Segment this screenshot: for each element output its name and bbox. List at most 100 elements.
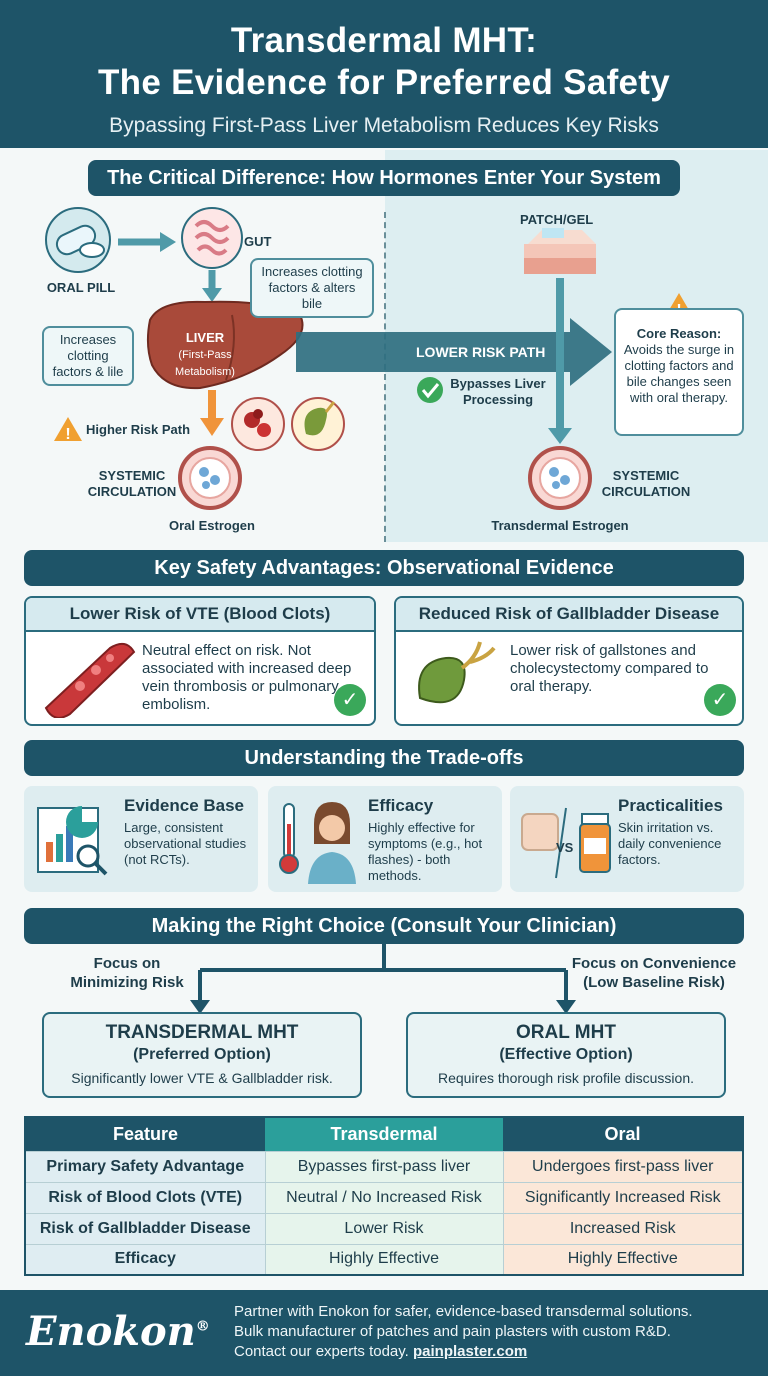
diagram-divider: [384, 212, 386, 542]
table-cell-oral: Highly Effective: [502, 1243, 743, 1275]
tradeoff-evidence-text: Large, consistent observational studies …: [124, 820, 247, 867]
bypasses-label: Bypasses Liver Processing: [450, 376, 546, 407]
page-title: Transdermal MHT: The Evidence for Prefer…: [0, 0, 768, 104]
transdermal-estrogen-label: Transdermal Estrogen: [491, 518, 629, 533]
liver-label: LIVER (First-Pass Metabolism): [175, 330, 235, 378]
diagram-graphics: ! !: [45, 207, 693, 510]
header-banner: Transdermal MHT: The Evidence for Prefer…: [0, 0, 768, 148]
oral-choice-sub: (Effective Option): [499, 1046, 633, 1063]
pathway-diagram: ! !: [0, 150, 768, 542]
tradeoff-evidence-card: Evidence Base Large, consistent observat…: [24, 786, 258, 892]
branch-left-label: Focus on Minimizing Risk: [70, 955, 184, 991]
branch-right-label: Focus on Convenience (Low Baseline Risk): [571, 955, 737, 991]
bottle-icon: [579, 813, 611, 873]
svg-text:!: !: [65, 426, 70, 443]
tradeoff-practicalities-text: Skin irritation vs. daily convenience fa…: [618, 820, 722, 867]
footer: Enokon® Partner with Enokon for safer, e…: [0, 1290, 768, 1376]
tradeoff-efficacy-card: Highly effective for symptoms (e.g., hot…: [268, 786, 502, 892]
tradeoff-practicalities-card: VS Practicalities Skin irritation vs. da…: [510, 786, 744, 892]
table-cell-transdermal: Neutral / No Increased Risk: [264, 1181, 503, 1213]
transdermal-choice-sub: (Preferred Option): [133, 1046, 271, 1063]
table-cell-transdermal: Highly Effective: [264, 1243, 503, 1275]
patch-vs-bottle-icon: [521, 807, 611, 879]
table-cell-feature: Risk of Blood Clots (VTE): [24, 1181, 265, 1213]
vte-card-text: Neutral effect on risk. Not associated w…: [142, 642, 352, 713]
patch-gel-label: PATCH/GEL: [520, 212, 594, 227]
lower-risk-label: LOWER RISK PATH: [416, 344, 546, 360]
footer-line-3: Contact our experts today. painplaster.c…: [234, 1343, 528, 1360]
oral-choice-title: ORAL MHT: [516, 1022, 616, 1043]
table-cell-transdermal: Bypasses first-pass liver: [264, 1150, 503, 1182]
oral-choice-text: Requires thorough risk profile discussio…: [437, 1070, 694, 1086]
table-cell-oral: Significantly Increased Risk: [502, 1181, 743, 1213]
gut-icon: [181, 207, 243, 269]
oral-choice-box: ORAL MHT (Effective Option) Requires tho…: [406, 1012, 726, 1098]
gallbladder-card-text: Lower risk of gallstones and cholecystec…: [510, 642, 709, 695]
table-cell-transdermal: Lower Risk: [264, 1212, 503, 1244]
transdermal-choice-title: TRANSDERMAL MHT: [105, 1022, 299, 1043]
gallbladder-card-title: Reduced Risk of Gallbladder Disease: [396, 598, 742, 632]
vte-card-title: Lower Risk of VTE (Blood Clots): [26, 598, 374, 632]
table-row: Efficacy Highly Effective Highly Effecti…: [24, 1243, 743, 1275]
check-icon: [417, 377, 443, 403]
section-heading-tradeoffs: Understanding the Trade-offs: [24, 740, 744, 776]
core-reason-callout: Core Reason: Avoids the surge in clottin…: [614, 308, 744, 436]
table-cell-feature: Efficacy: [24, 1243, 265, 1275]
footer-line-2: Bulk manufacturer of patches and pain pl…: [234, 1323, 671, 1340]
vs-label: VS: [556, 840, 574, 855]
comparison-table: Feature Transdermal Oral Primary Safety …: [24, 1116, 744, 1276]
table-row: Risk of Blood Clots (VTE) Neutral / No I…: [24, 1181, 743, 1213]
table-row: Primary Safety Advantage Bypasses first-…: [24, 1150, 743, 1182]
table-header-oral: Oral: [503, 1117, 743, 1151]
table-cell-oral: Increased Risk: [502, 1212, 743, 1244]
systemic-circulation-left: SYSTEMIC CIRCULATION: [87, 468, 177, 499]
gut-callout: Increases clotting factors & alters bile: [250, 258, 374, 318]
table-cell-oral: Undergoes first-pass liver: [502, 1150, 743, 1182]
title-line-1: Transdermal MHT:: [230, 21, 538, 60]
warning-icon: !: [54, 417, 82, 443]
check-icon: ✓: [704, 684, 736, 716]
systemic-circulation-right: SYSTEMIC CIRCULATION: [601, 468, 691, 499]
title-line-2: The Evidence for Preferred Safety: [97, 63, 671, 102]
chart-icon: [37, 806, 108, 876]
gallbladder-icon: [418, 641, 496, 704]
gut-label: GUT: [244, 234, 272, 249]
page-subtitle: Bypassing First-Pass Liver Metabolism Re…: [109, 114, 659, 137]
core-reason-text: Avoids the surge in clotting factors and…: [623, 342, 735, 405]
check-icon: ✓: [334, 684, 366, 716]
patch-icon: [524, 228, 596, 274]
pill-icon: [45, 207, 111, 273]
section-heading-advantages: Key Safety Advantages: Observational Evi…: [24, 550, 744, 586]
table-row: Risk of Gallbladder Disease Lower Risk I…: [24, 1212, 743, 1244]
core-reason-title: Core Reason:: [636, 326, 722, 341]
vessel-icon: [528, 446, 592, 510]
transdermal-choice-box: TRANSDERMAL MHT (Preferred Option) Signi…: [42, 1012, 362, 1098]
thermometer-icon: [279, 802, 356, 884]
table-header-row: Feature Transdermal Oral: [25, 1117, 743, 1151]
tradeoff-efficacy-title: Efficacy: [368, 796, 434, 815]
higher-risk-label: Higher Risk Path: [86, 422, 191, 437]
transdermal-choice-text: Significantly lower VTE & Gallbladder ri…: [71, 1070, 333, 1086]
footer-line-1: Partner with Enokon for safer, evidence-…: [234, 1303, 693, 1320]
gallbladder-card: Reduced Risk of Gallbladder Disease Lowe…: [394, 596, 744, 726]
website-link[interactable]: painplaster.com: [412, 1343, 528, 1360]
tradeoff-evidence-title: Evidence Base: [124, 796, 245, 815]
table-cell-feature: Risk of Gallbladder Disease: [24, 1212, 265, 1244]
blood-vessel-icon: [44, 642, 136, 718]
vte-card: Lower Risk of VTE (Blood Clots) Neutral …: [24, 596, 376, 726]
woman-icon: [308, 802, 356, 884]
gallbladder-icon: [291, 397, 345, 451]
liver-icon: [146, 300, 304, 390]
section-heading-difference: The Critical Difference: How Hormones En…: [88, 160, 680, 196]
choice-branch-arrows: [190, 944, 576, 1014]
oral-pill-label: ORAL PILL: [46, 280, 116, 295]
oral-estrogen-label: Oral Estrogen: [169, 518, 255, 533]
liver-callout: Increases clotting factors & lile: [42, 326, 134, 386]
tradeoff-practicalities-title: Practicalities: [618, 796, 723, 815]
enokon-logo: Enokon®: [26, 1308, 210, 1355]
vessel-icon: [178, 446, 242, 510]
clot-icon: [231, 397, 285, 451]
footer-message: Partner with Enokon for safer, evidence-…: [234, 1302, 693, 1362]
table-header-transdermal: Transdermal: [265, 1117, 503, 1151]
table-cell-feature: Primary Safety Advantage: [24, 1150, 265, 1182]
